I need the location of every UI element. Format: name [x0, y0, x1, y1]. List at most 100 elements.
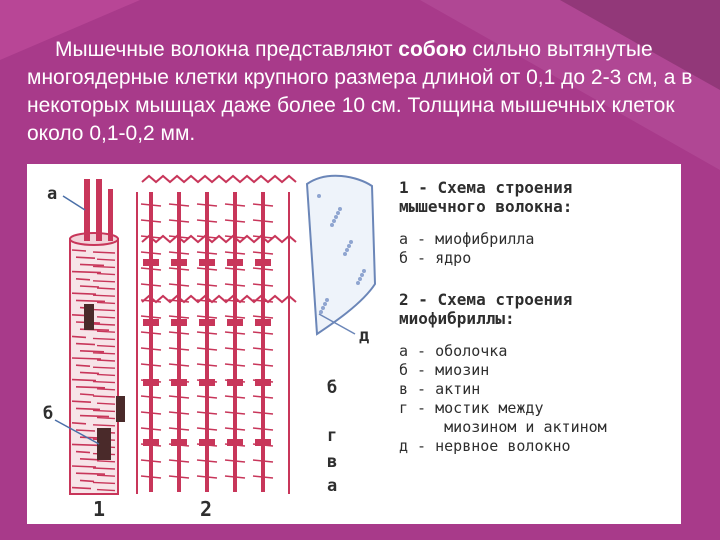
fiber-striation: [75, 278, 91, 281]
nerve-ending: [305, 174, 377, 336]
fiber-striation: [71, 422, 87, 425]
actin-filament: [252, 411, 274, 415]
myosin-filament: [177, 192, 181, 492]
fiber-striation: [92, 352, 116, 355]
pointer-line-d: [318, 313, 356, 335]
fig1-number: 1: [93, 497, 106, 521]
fiber-striation: [75, 472, 106, 475]
actin-filament: [224, 475, 246, 479]
actin-filament: [168, 315, 190, 319]
fiber-striation: [71, 357, 102, 360]
fig2-label-v: в: [327, 452, 338, 472]
fig1-label-b: б: [43, 404, 54, 424]
actin-filament: [196, 347, 218, 351]
actin-filament: [140, 395, 162, 399]
fiber-striation: [75, 364, 91, 367]
actin-filament: [196, 283, 218, 287]
fiber-striation: [75, 429, 96, 432]
cross-bridge: [143, 319, 159, 326]
actin-filament: [140, 203, 162, 207]
cross-bridge: [227, 259, 243, 266]
diagram-panel: а б 1 2 д б г в а 1 - Схема строения мыш…: [27, 164, 681, 524]
actin-filament: [196, 427, 218, 431]
actin-filament: [168, 331, 190, 335]
actin-filament: [224, 315, 246, 319]
actin-filament: [224, 411, 246, 415]
nerve-dot: [336, 211, 340, 215]
fig2-label-g: г: [327, 426, 338, 446]
actin-filament: [140, 251, 162, 255]
actin-filament: [140, 283, 162, 287]
fiber-striation: [79, 285, 100, 288]
actin-filament: [168, 219, 190, 223]
fiber-striation: [75, 299, 106, 303]
legend-section2-title-2: миофибриллы:: [399, 309, 515, 328]
fiber-striation: [71, 335, 87, 339]
fiber-striation: [96, 488, 116, 492]
fiber-striation: [92, 380, 116, 384]
cross-bridge: [255, 439, 271, 446]
fiber-striation: [79, 371, 100, 375]
actin-filament: [168, 299, 190, 303]
actin-filament: [140, 267, 162, 271]
actin-filament: [224, 267, 246, 271]
sarcolemma-zigzag: [141, 174, 297, 184]
actin-filament: [168, 235, 190, 239]
fiber-striation: [71, 443, 102, 447]
fiber-striation: [75, 450, 91, 454]
legend-section2-item: в - актин: [399, 380, 481, 398]
actin-filament: [168, 283, 190, 287]
fiber-striation: [92, 337, 116, 341]
nerve-dot: [347, 244, 351, 248]
actin-filament: [224, 235, 246, 239]
actin-filament: [252, 331, 274, 335]
cross-bridge: [171, 259, 187, 266]
fiber-striation: [96, 344, 116, 348]
nerve-dot: [360, 273, 364, 277]
legend-section1-item: а - миофибрилла: [399, 230, 535, 248]
fiber-striation: [92, 481, 116, 485]
actin-filament: [140, 363, 162, 367]
cross-bridge: [143, 439, 159, 446]
actin-filament: [224, 331, 246, 335]
nerve-dot: [317, 194, 321, 198]
fiber-striation: [92, 308, 116, 312]
myosin-filament: [261, 192, 265, 492]
actin-filament: [252, 219, 274, 223]
nerve-dot: [356, 281, 360, 285]
actin-filament: [196, 235, 218, 239]
nerve-dot: [321, 306, 325, 310]
nerve-dot: [349, 240, 353, 244]
fiber-striation: [75, 407, 101, 411]
actin-filament: [196, 395, 218, 399]
cross-bridge: [143, 379, 159, 386]
fiber-top: [69, 232, 119, 246]
nerve-dot: [334, 215, 338, 219]
fiber-striation: [92, 280, 116, 283]
legend-section2-item: миозином и актином: [399, 418, 607, 436]
nerve-dot: [343, 252, 347, 256]
actin-filament: [168, 251, 190, 255]
actin-filament: [252, 427, 274, 431]
nerve-dot: [325, 298, 329, 302]
fiber-striation: [79, 479, 95, 483]
fiber-striation: [71, 270, 102, 274]
actin-filament: [196, 203, 218, 207]
actin-filament: [168, 363, 190, 367]
legend-section2-title-1: 2 - Схема строения: [399, 290, 573, 309]
intro-text-start: Мышечные волокна представляют: [55, 38, 399, 61]
fiber-striation: [75, 342, 96, 346]
actin-filament: [252, 267, 274, 271]
fig2-label-d: д: [359, 326, 370, 346]
actin-filament: [252, 363, 274, 367]
cross-bridge: [199, 439, 215, 446]
actin-filament: [196, 363, 218, 367]
actin-filament: [252, 459, 274, 463]
actin-filament: [252, 347, 274, 351]
fiber-striation: [92, 424, 116, 427]
actin-filament: [140, 315, 162, 319]
fiber-striation: [96, 388, 116, 391]
nerve-dot: [362, 269, 366, 273]
actin-filament: [140, 411, 162, 415]
actin-filament: [168, 267, 190, 271]
